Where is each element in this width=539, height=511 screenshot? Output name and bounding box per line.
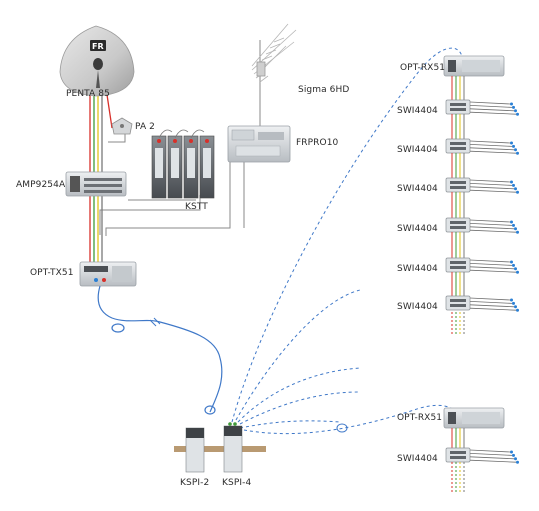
label-frpro10: FRPRO10 <box>296 138 339 148</box>
tap-outlet-dot <box>512 263 515 267</box>
penta85-dish: FR <box>59 25 135 97</box>
swi4404-unit <box>445 76 519 116</box>
label-opt-tx51: OPT-TX51 <box>30 268 74 278</box>
fiber-dashed <box>231 47 463 435</box>
label-amp9254a: AMP9254A <box>16 180 66 190</box>
tap-outlet-dot <box>516 112 519 116</box>
swi4404-unit <box>445 428 519 464</box>
label-swi4404-4: SWI4404 <box>397 224 438 234</box>
opt-rx51-top-unit <box>443 55 505 77</box>
kstt-modules <box>151 129 215 199</box>
tap-outlet-dot <box>514 267 517 271</box>
swi4404-unit <box>445 114 519 155</box>
tap-outlet-dot <box>514 457 517 461</box>
tap-outlet-dot <box>512 144 515 148</box>
amp9254a-unit <box>65 171 127 197</box>
tap-outlet-dot <box>514 109 517 113</box>
label-swi4404-1: SWI4404 <box>397 106 438 116</box>
tap-outlet-dot <box>512 183 515 187</box>
sigma6hd-antenna <box>251 23 297 83</box>
label-kspi2: KSPI-2 <box>180 478 210 488</box>
opt-rx51-bottom-unit <box>443 407 505 429</box>
label-penta85: PENTA 85 <box>66 89 110 99</box>
tap-outlet-dot <box>510 220 513 224</box>
tap-outlet-dot <box>510 180 513 184</box>
label-kspi4: KSPI-4 <box>222 478 252 488</box>
swi4404-unit <box>445 153 519 194</box>
tap-outlet-dot <box>512 105 515 109</box>
label-swi4404-6: SWI4404 <box>397 302 438 312</box>
tap-outlet-dot <box>510 298 513 302</box>
label-sigma6hd: Sigma 6HD <box>298 85 350 95</box>
tap-outlet-dot <box>516 230 519 234</box>
kspi-units <box>174 422 266 473</box>
label-pa2: PA 2 <box>135 122 155 132</box>
swi4404-unit <box>445 232 519 274</box>
label-swi4404-2: SWI4404 <box>397 145 438 155</box>
tap-outlet-dot <box>514 187 517 191</box>
label-opt-rx51-bottom: OPT-RX51 <box>397 413 443 423</box>
fiber-main <box>97 285 223 415</box>
tap-outlet-dot <box>510 141 513 145</box>
tap-outlet-dot <box>516 190 519 194</box>
swi4404-unit <box>445 192 519 234</box>
label-kstt: KSTT <box>185 202 208 212</box>
tap-outlet-dot <box>516 460 519 464</box>
tap-outlet-dot <box>514 305 517 309</box>
dish-logo: FR <box>92 42 104 51</box>
tap-outlet-dot <box>512 453 515 457</box>
tap-outlet-dot <box>516 151 519 155</box>
label-swi4404-bottom: SWI4404 <box>397 454 438 464</box>
opt-tx51-unit <box>79 261 137 287</box>
label-opt-rx51-top: OPT-RX51 <box>400 63 446 73</box>
tap-outlet-dot <box>516 308 519 312</box>
tap-outlet-dot <box>510 450 513 454</box>
tap-outlet-dot <box>514 227 517 231</box>
swi-cascade <box>445 76 519 492</box>
swi4404-unit <box>445 272 519 312</box>
label-swi4404-5: SWI4404 <box>397 264 438 274</box>
tap-outlet-dot <box>512 223 515 227</box>
tap-outlet-dot <box>510 260 513 264</box>
frpro10-unit <box>227 125 291 163</box>
tap-outlet-dot <box>510 102 513 106</box>
tap-outlet-dot <box>512 301 515 305</box>
pa2-amplifier <box>111 117 133 135</box>
tap-outlet-dot <box>514 148 517 152</box>
label-swi4404-3: SWI4404 <box>397 184 438 194</box>
tap-outlet-dot <box>516 270 519 274</box>
